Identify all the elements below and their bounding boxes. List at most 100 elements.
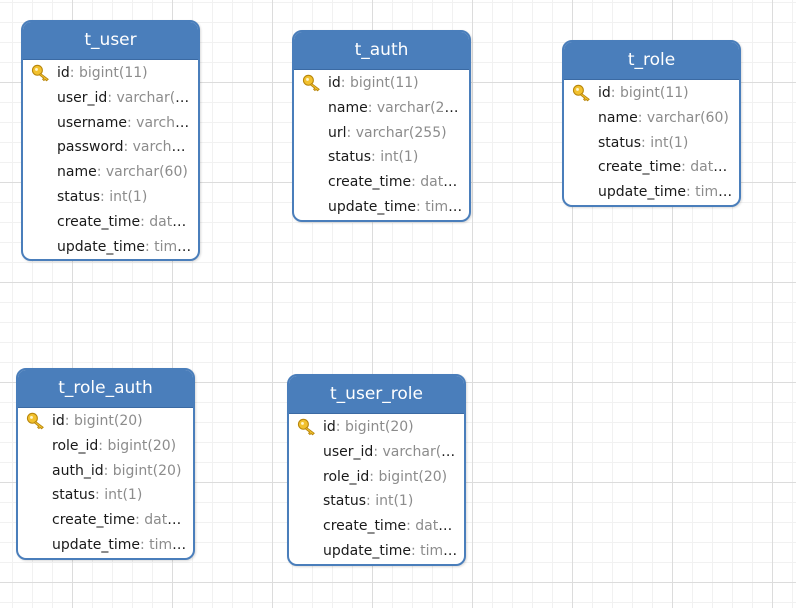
field-row[interactable]: id: bigint(20) [289, 415, 464, 440]
field-name: create_time [52, 512, 136, 529]
table-title: t_auth [294, 32, 469, 70]
field-row[interactable]: id: bigint(20) [18, 409, 193, 434]
table-title: t_user_role [289, 376, 464, 414]
table-title: t_role [564, 42, 739, 80]
field-type: : varchar(255) [346, 124, 447, 141]
field-row[interactable]: role_id: bigint(20) [18, 434, 193, 459]
field-type: : varchar(60) [96, 164, 188, 181]
field-row[interactable]: id: bigint(11) [294, 71, 469, 96]
field-row[interactable]: create_time: datetime [23, 210, 198, 235]
field-type: : int(1) [366, 493, 414, 510]
field-row[interactable]: password: varchar(255) [23, 135, 198, 160]
field-type: : datetime [681, 159, 739, 176]
field-name: id [323, 419, 336, 435]
field-row[interactable]: id: bigint(11) [564, 81, 739, 106]
field-row[interactable]: id: bigint(11) [23, 61, 198, 86]
primary-key-icon [572, 84, 590, 102]
field-list: id: bigint(20)user_id: varchar(60)role_i… [289, 414, 464, 564]
field-type: : bigint(20) [98, 437, 177, 454]
field-type: : bigint(20) [335, 419, 414, 435]
field-type: : datetime [135, 512, 193, 529]
primary-key-icon [297, 418, 315, 436]
table-title: t_role_auth [18, 370, 193, 408]
field-row[interactable]: auth_id: bigint(20) [18, 459, 193, 484]
field-type: : int(1) [371, 149, 419, 166]
field-type: : varchar(255) [123, 139, 198, 156]
field-row[interactable]: create_time: datetime [564, 155, 739, 180]
field-type: : datetime [411, 174, 469, 191]
field-name: status [598, 134, 642, 151]
field-name: status [57, 188, 101, 205]
field-row[interactable]: update_time: timestamp [23, 235, 198, 260]
field-name: update_time [328, 198, 416, 215]
field-name: id [598, 85, 611, 101]
field-row[interactable]: update_time: timestamp [294, 195, 469, 220]
field-name: user_id [57, 89, 108, 106]
field-row[interactable]: update_time: timestamp [18, 533, 193, 558]
field-row[interactable]: status: int(1) [289, 489, 464, 514]
field-type: : datetime [140, 213, 198, 230]
field-name: update_time [323, 542, 411, 559]
field-name: create_time [598, 159, 682, 176]
field-row[interactable]: update_time: timestamp [289, 539, 464, 564]
field-type: : timestamp [139, 536, 193, 553]
field-name: update_time [57, 238, 145, 255]
field-name: update_time [598, 184, 686, 201]
field-name: create_time [57, 213, 141, 230]
field-name: role_id [52, 437, 99, 454]
field-row[interactable]: user_id: varchar(60) [23, 86, 198, 111]
field-name: username [57, 114, 127, 131]
field-row[interactable]: status: int(1) [564, 131, 739, 156]
field-type: : bigint(20) [103, 462, 182, 479]
field-name: auth_id [52, 462, 104, 479]
field-type: : bigint(11) [610, 85, 689, 101]
field-row[interactable]: url: varchar(255) [294, 121, 469, 146]
field-type: : timestamp [685, 184, 739, 201]
field-type: : bigint(11) [69, 65, 148, 81]
field-row[interactable]: name: varchar(60) [564, 106, 739, 131]
field-name: name [598, 109, 638, 126]
field-type: : bigint(11) [340, 75, 419, 91]
field-type: : int(1) [95, 487, 143, 504]
field-row[interactable]: create_time: datetime [294, 170, 469, 195]
field-type: : timestamp [415, 198, 469, 215]
field-name: update_time [52, 536, 140, 553]
field-name: name [328, 99, 368, 116]
field-type: : bigint(20) [64, 413, 143, 429]
field-type: : bigint(20) [369, 468, 448, 485]
field-type: : timestamp [144, 238, 198, 255]
primary-key-icon [26, 412, 44, 430]
field-row[interactable]: name: varchar(255) [294, 96, 469, 121]
field-row[interactable]: username: varchar(60) [23, 111, 198, 136]
field-row[interactable]: name: varchar(60) [23, 160, 198, 185]
field-type: : varchar(255) [367, 99, 468, 116]
field-name: status [52, 487, 96, 504]
field-row[interactable]: role_id: bigint(20) [289, 465, 464, 490]
field-name: name [57, 164, 97, 181]
field-name: id [57, 65, 70, 81]
field-name: user_id [323, 443, 374, 460]
field-list: id: bigint(20)role_id: bigint(20)auth_id… [18, 408, 193, 558]
field-row[interactable]: status: int(1) [23, 185, 198, 210]
field-row[interactable]: status: int(1) [294, 145, 469, 170]
field-name: role_id [323, 468, 370, 485]
field-name: url [328, 124, 347, 141]
field-name: create_time [323, 518, 407, 535]
field-type: : timestamp [410, 542, 464, 559]
field-row[interactable]: update_time: timestamp [564, 180, 739, 205]
primary-key-icon [302, 74, 320, 92]
field-list: id: bigint(11)name: varchar(255)url: var… [294, 70, 469, 220]
field-name: status [323, 493, 367, 510]
field-row[interactable]: create_time: datetime [289, 514, 464, 539]
field-row[interactable]: create_time: datetime [18, 508, 193, 533]
field-row[interactable]: user_id: varchar(60) [289, 440, 464, 465]
field-row[interactable]: status: int(1) [18, 483, 193, 508]
field-type: : varchar(60) [107, 89, 198, 106]
table-title: t_user [23, 22, 198, 60]
